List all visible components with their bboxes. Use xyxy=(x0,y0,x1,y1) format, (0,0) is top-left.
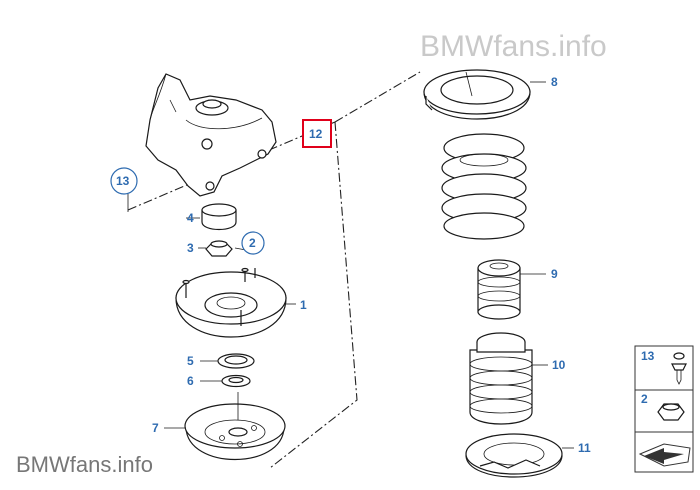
nut-icon xyxy=(657,403,685,421)
legend-label-2: 2 xyxy=(641,392,648,406)
upper-spring-pad[interactable] xyxy=(423,69,531,120)
label-12: 12 xyxy=(309,127,323,141)
assembly-axes xyxy=(127,71,421,469)
seal-ring[interactable] xyxy=(217,353,255,369)
support-bearing[interactable] xyxy=(175,267,287,338)
label-8: 8 xyxy=(551,75,558,89)
strut-mount-bracket[interactable] xyxy=(145,73,277,197)
coil-spring[interactable] xyxy=(441,133,527,240)
spring-plate[interactable] xyxy=(184,392,286,461)
legend-label-13: 13 xyxy=(641,349,655,363)
label-5: 5 xyxy=(187,354,194,368)
label-7: 7 xyxy=(152,421,159,435)
label-6: 6 xyxy=(187,374,194,388)
label-11: 11 xyxy=(578,441,591,455)
part-labels: 1 2 3 4 5 6 7 8 9 10 11 12 13 xyxy=(110,75,591,455)
auxiliary-spring[interactable] xyxy=(477,259,521,320)
watermark-bottom: BMWfans.info xyxy=(16,452,153,477)
nut[interactable] xyxy=(205,240,233,257)
arrow-icon xyxy=(638,443,691,467)
bump-stop[interactable] xyxy=(201,203,237,231)
label-9: 9 xyxy=(551,267,558,281)
label-1: 1 xyxy=(300,298,307,312)
label-2: 2 xyxy=(249,236,256,250)
watermark-top: BMWfans.info xyxy=(420,30,607,63)
clip-icon xyxy=(671,352,687,385)
label-4: 4 xyxy=(187,211,194,225)
lower-spring-pad[interactable] xyxy=(465,433,563,478)
leader-lines xyxy=(164,81,574,449)
label-3: 3 xyxy=(187,241,194,255)
protective-boot[interactable] xyxy=(469,332,533,425)
legend-panel: 13 2 xyxy=(634,345,694,473)
label-10: 10 xyxy=(552,358,566,372)
label-12-highlight xyxy=(302,119,332,148)
label-13: 13 xyxy=(116,174,130,188)
label-2-circle xyxy=(241,231,265,255)
label-13-circle xyxy=(110,167,138,195)
washer[interactable] xyxy=(221,374,251,388)
